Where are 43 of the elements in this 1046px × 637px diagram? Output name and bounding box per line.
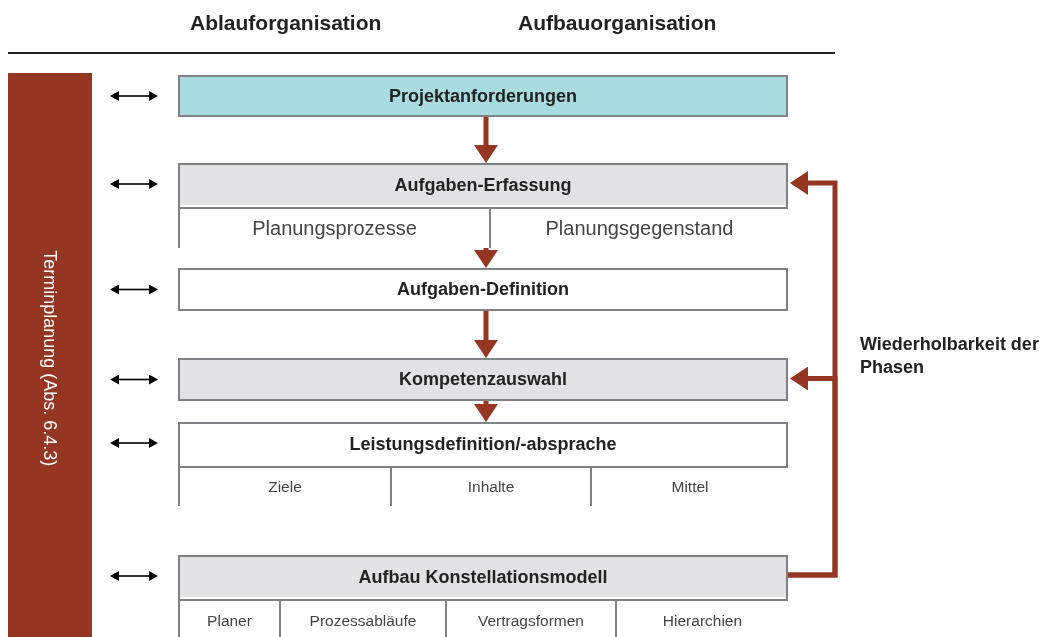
cell-text: Inhalte — [467, 477, 515, 497]
arrow — [474, 248, 498, 268]
arrow — [474, 117, 498, 163]
phase-bar — [8, 73, 92, 637]
arrow — [788, 366, 838, 578]
cell-text: Vertragsformen — [478, 611, 584, 631]
annotation-text: Wiederholbarkeit der Phasen — [860, 333, 1040, 378]
cell-text: Planungsprozesse — [252, 216, 417, 241]
cell-text: Prozessabläufe — [309, 611, 417, 631]
box-title: Projektanforderungen — [389, 84, 577, 108]
table-cell — [279, 599, 445, 637]
column-heading: Ablauforganisation — [190, 10, 382, 36]
process-box — [178, 268, 788, 311]
arrow — [474, 401, 498, 422]
cell-text: Planungsgegenstand — [545, 216, 734, 241]
process-box — [178, 555, 788, 637]
vertical-label: Terminplanung (Abs. 6.4.3) — [39, 249, 62, 467]
cell-text: Mittel — [671, 477, 709, 497]
table-cell — [390, 466, 590, 506]
cell-text: Planer — [207, 611, 252, 631]
process-box — [178, 358, 788, 401]
process-box — [178, 163, 788, 248]
box-title: Aufbau Konstellationsmodell — [358, 565, 608, 589]
table-cell — [180, 466, 390, 506]
arrow — [110, 571, 158, 581]
cell-text: Ziele — [268, 477, 302, 497]
box-title: Aufgaben-Definition — [397, 278, 569, 301]
arrow — [474, 311, 498, 358]
table-cell — [180, 207, 489, 248]
arrow — [110, 284, 158, 295]
cell-text: Hierarchien — [662, 611, 743, 631]
process-box — [178, 422, 788, 506]
arrow — [110, 438, 158, 448]
arrow — [110, 179, 158, 189]
box-title: Leistungsdefinition/-absprache — [349, 432, 617, 456]
table-cell — [445, 599, 615, 637]
arrow — [110, 374, 158, 385]
box-title: Aufgaben-Erfassung — [394, 173, 572, 197]
column-heading: Aufbauorganisation — [518, 10, 717, 36]
box-title: Kompetenzauswahl — [399, 368, 567, 391]
process-box — [178, 75, 788, 117]
arrow — [110, 91, 158, 101]
table-cell — [615, 599, 788, 637]
